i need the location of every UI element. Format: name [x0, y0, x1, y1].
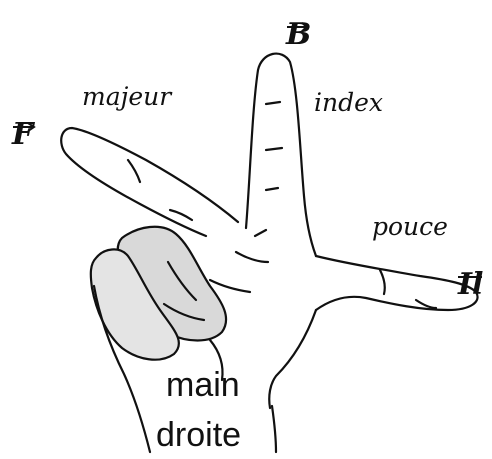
wrist-right	[270, 404, 278, 454]
thumb	[314, 254, 479, 312]
middle-crease	[126, 158, 142, 184]
wrist-left	[92, 284, 152, 454]
vector-arrow-icon	[458, 276, 482, 278]
thumb-label: pouce	[372, 212, 448, 241]
ring-crease	[166, 260, 198, 302]
middle-crease	[168, 208, 194, 222]
palm-outline	[268, 308, 318, 410]
ring-crease	[162, 302, 206, 322]
hand-contour	[208, 338, 224, 382]
caption-line-1: main	[166, 366, 240, 404]
middle-finger	[60, 126, 240, 238]
index-finger-label: index	[314, 88, 383, 117]
middle-finger-label: majeur	[82, 82, 172, 111]
palm-line	[208, 278, 252, 294]
palm-line	[234, 250, 270, 264]
thumb-crease	[378, 268, 386, 296]
vector-field-label: B	[286, 17, 312, 52]
vector-current-label: Il	[458, 267, 484, 302]
index-crease	[264, 146, 284, 152]
index-finger	[244, 52, 318, 258]
vector-arrow-icon	[13, 122, 36, 132]
little-finger	[89, 248, 180, 361]
index-crease	[264, 186, 280, 192]
vector-arrow-icon	[287, 22, 310, 32]
index-crease	[253, 228, 268, 238]
thumb-crease	[414, 298, 438, 310]
index-crease	[264, 100, 282, 106]
caption-line-2: droite	[156, 416, 242, 454]
vector-force-label: F	[12, 120, 36, 150]
